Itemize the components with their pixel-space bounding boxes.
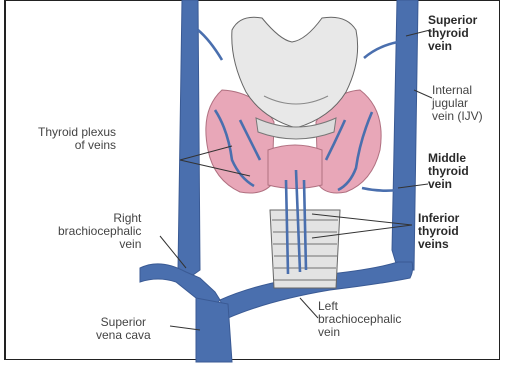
thyroid-isthmus — [268, 145, 322, 189]
label-thyroid-plexus: Thyroid plexus of veins — [38, 126, 116, 152]
label-superior-thyroid-vein: Superior thyroid vein — [428, 14, 477, 53]
right-internal-jugular-vein — [392, 0, 418, 270]
superior-vena-cava — [196, 298, 232, 362]
label-middle-thyroid-vein: Middle thyroid vein — [428, 152, 469, 191]
label-left-brachiocephalic-vein: Left brachiocephalic vein — [318, 300, 401, 339]
left-internal-jugular-vein — [178, 0, 200, 280]
label-superior-vena-cava: Superior vena cava — [96, 316, 151, 342]
label-right-brachiocephalic-vein: Right brachiocephalic vein — [58, 212, 141, 251]
label-inferior-thyroid-veins: Inferior thyroid veins — [418, 212, 459, 251]
label-internal-jugular-vein: Internal jugular vein (IJV) — [432, 84, 483, 123]
